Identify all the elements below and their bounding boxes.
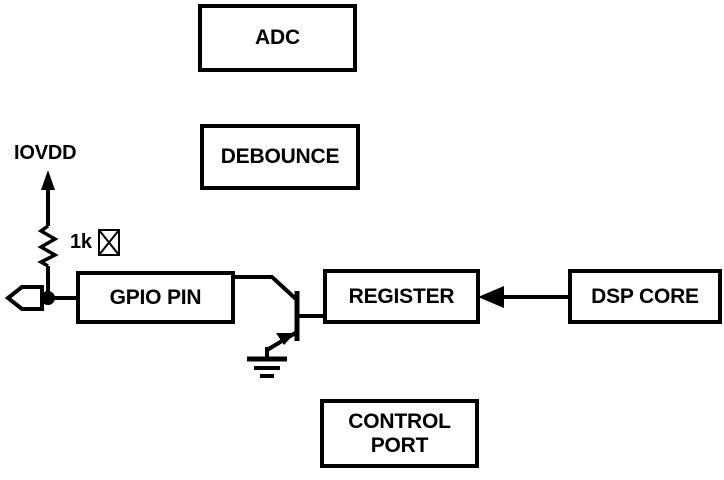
dsp-to-register-arrow-icon [478,286,504,308]
block-dsp-core[interactable] [568,269,722,324]
block-debounce[interactable] [200,124,360,190]
net-label-iovdd: IOVDD [14,142,77,164]
transistor-emitter-arrow-icon [276,333,295,345]
resistor-zigzag-icon [37,224,59,268]
block-control-port[interactable] [320,399,479,468]
block-label-adc: ADC [255,26,300,50]
block-label-register: REGISTER [348,284,455,308]
junction-dot-icon [41,291,55,305]
block-adc[interactable] [198,4,357,72]
io-pad-terminal-icon[interactable] [4,285,44,311]
block-label-gpio-pin: GPIO PIN [109,285,202,309]
block-label-control-port: CONTROL PORT [348,409,451,457]
block-gpio-pin[interactable] [76,271,235,324]
block-label-dsp-core: DSP CORE [591,284,699,308]
supply-arrow-up-icon [41,170,55,190]
ohm-missing-glyph-stroke-b [98,229,120,256]
resistor-value-label: 1k [70,231,92,253]
gpio-to-collector-wire [233,275,299,302]
block-register[interactable] [323,269,480,324]
block-label-debounce: DEBOUNCE [220,145,340,169]
